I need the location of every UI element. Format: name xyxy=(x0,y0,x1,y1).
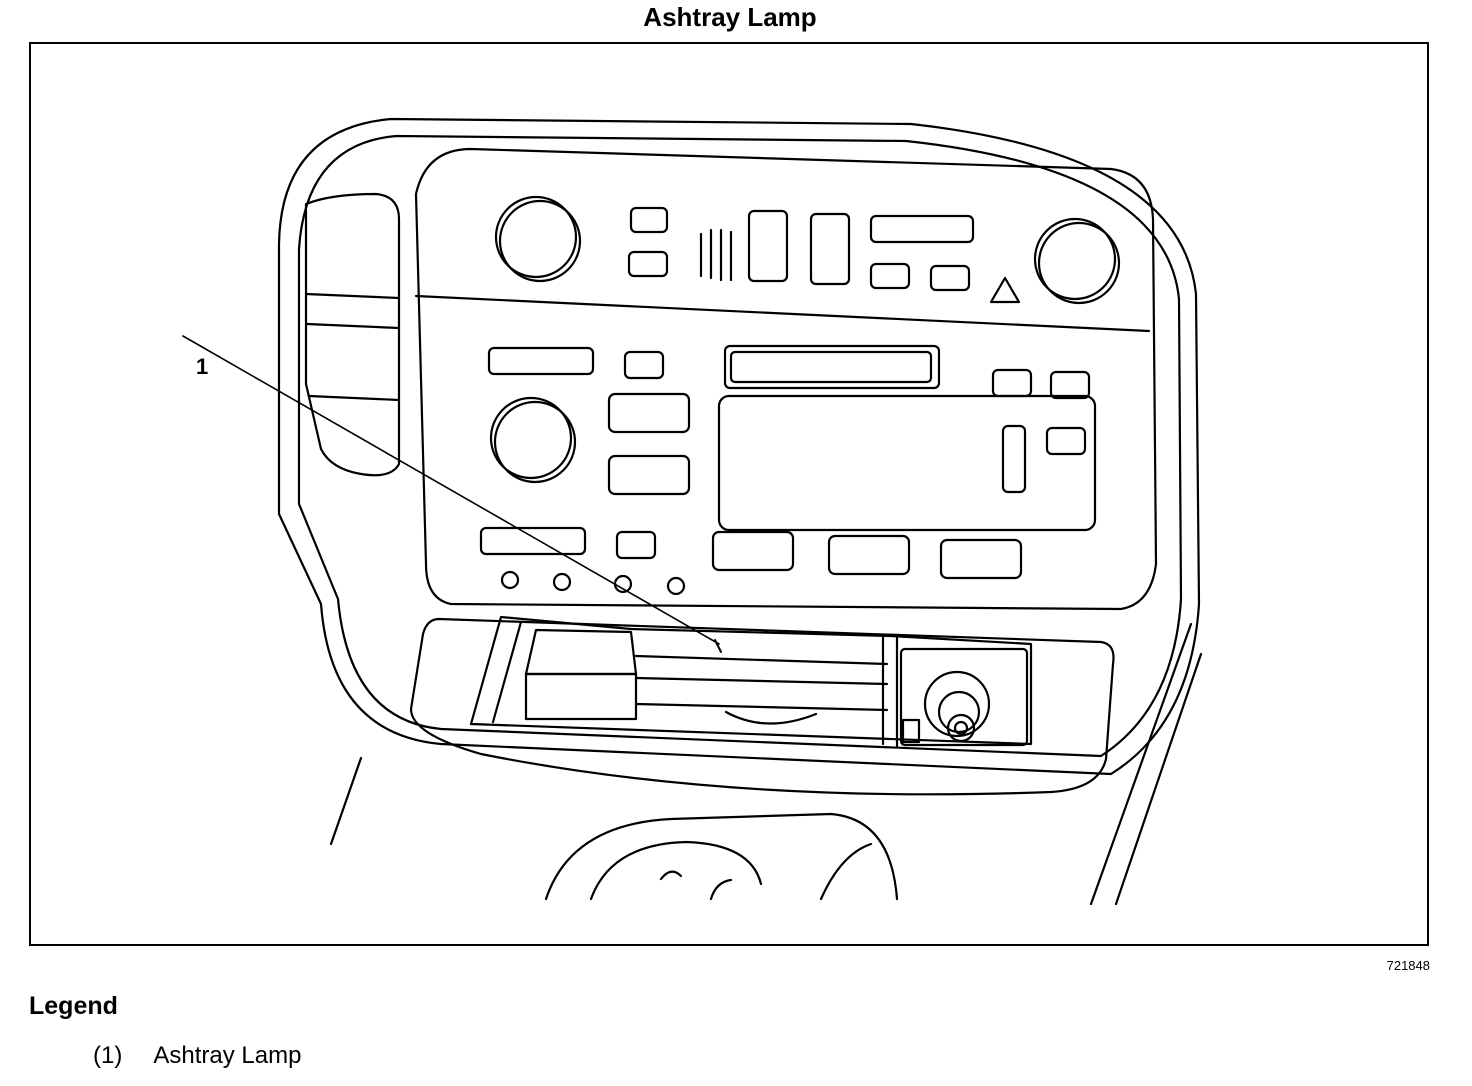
legend-item-number: (1) xyxy=(93,1042,123,1069)
diagram-title: Ashtray Lamp xyxy=(643,2,817,32)
legend-heading: Legend xyxy=(29,992,118,1020)
callout-1-label: 1 xyxy=(196,354,209,379)
ashtray-bezel xyxy=(409,617,1115,796)
volume-knob xyxy=(494,195,578,279)
left-vent xyxy=(304,192,401,477)
dash-bezel-outer xyxy=(277,117,1201,776)
legend-item-label: Ashtray Lamp xyxy=(153,1042,302,1069)
shifter-console xyxy=(544,812,899,901)
ashtray-opening xyxy=(469,615,1033,746)
console-illustration xyxy=(182,117,1203,906)
hazard-icon xyxy=(989,276,1021,304)
tune-knob xyxy=(1033,217,1117,301)
radio-faceplate xyxy=(414,147,1158,611)
diagram-frame: 1 xyxy=(29,42,1429,946)
dash-bezel-inner xyxy=(297,134,1183,758)
figure-number: 721848 xyxy=(1386,958,1430,973)
cigarette-lighter xyxy=(899,647,1029,747)
display-window xyxy=(717,394,1097,532)
legend-item-1: (1) Ashtray Lamp xyxy=(93,1042,301,1070)
tone-knob xyxy=(489,396,573,480)
callout-leader-line xyxy=(182,335,720,645)
